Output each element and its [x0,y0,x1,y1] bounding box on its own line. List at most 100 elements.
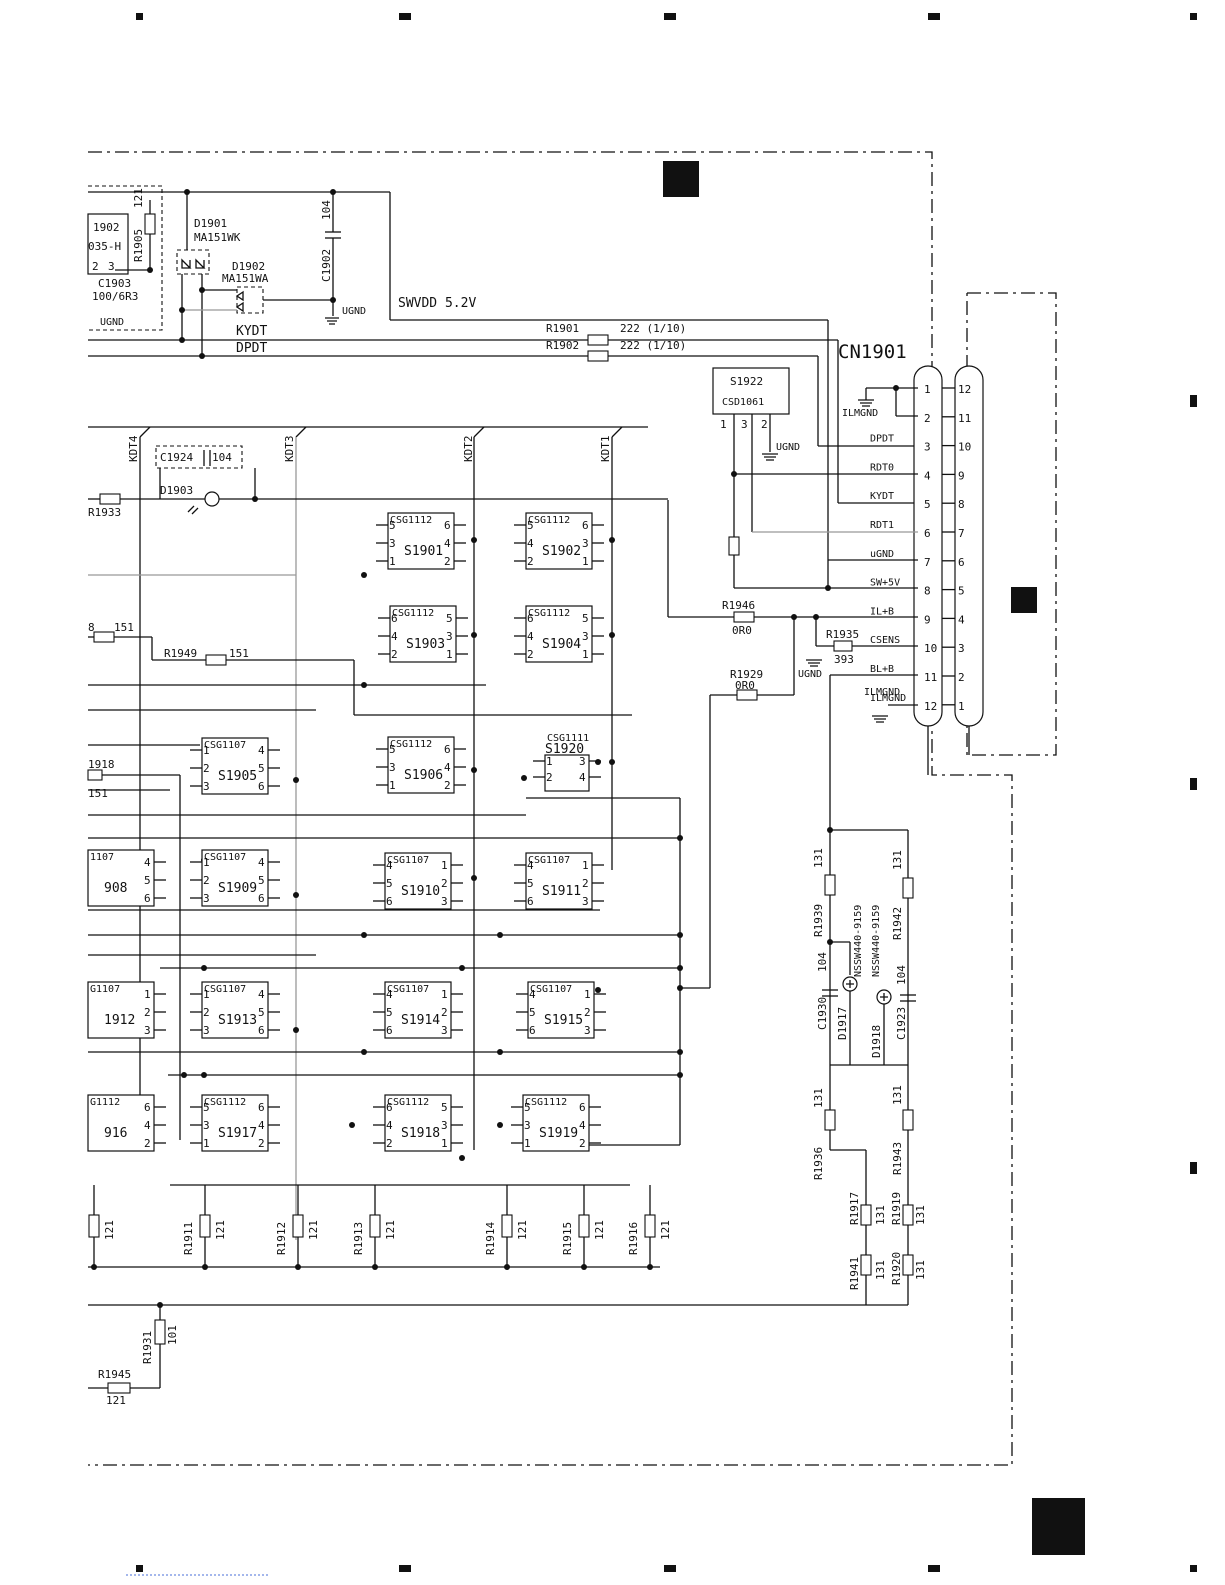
switch-part: CSG1107 [204,984,246,995]
switch-pin: 6 [527,612,534,625]
res-body [88,1214,100,1238]
switch-pin: 1 [582,859,589,872]
res-value: 121 [214,1220,227,1240]
c1923-value: 104 [895,965,908,985]
r1945-value: 121 [106,1394,126,1407]
d1901-ref: D1901 [194,217,227,230]
r1905-ref: R1905 [132,229,145,262]
switch-pin: 1 [389,555,396,568]
r1920-body [902,1254,914,1276]
switch-body [87,849,155,907]
switch-ref: S1902 [542,544,581,559]
r1936-ref: R1936 [812,1147,825,1180]
r1918-ref: 1918 [88,758,115,771]
switch-pin: 2 [546,771,553,784]
r1946-ref: R1946 [722,599,755,612]
switch-pin: 2 [203,874,210,887]
cn1901-mate-pin-4: 4 [958,613,965,626]
switch-pin: 3 [203,1119,210,1132]
cn1901-pin-3: 3 [924,441,931,454]
switch-part: CSG1107 [528,855,570,866]
switch-ref: S1901 [404,544,443,559]
cn1901-signal-6: RDT1 [870,520,894,531]
switch-body [87,981,155,1039]
switch-body [201,849,269,907]
switch-pin: 2 [441,1006,448,1019]
r1902-value: 222 (1/10) [620,339,686,352]
d1917-part: NSSW440-9159 [853,905,864,977]
r1942-ref: R1942 [891,907,904,940]
switch-pin: 6 [258,780,265,793]
switch-part: G1107 [90,984,120,995]
res-body [578,1214,590,1238]
switch-pin: 4 [527,630,534,643]
switch-pin: 1 [584,988,591,1001]
switch-ref: S1910 [401,884,440,899]
cn1901-pin-9: 9 [924,613,931,626]
board-marker-b [1011,587,1037,613]
ic1902-pin2: 2 [92,260,99,273]
switch-pin: 2 [527,555,534,568]
r1905-value-vis: 121 [132,188,145,208]
switch-pin: 5 [389,743,396,756]
switch-part: CSG1107 [204,740,246,751]
switch-body [525,852,593,910]
r1917-value: 131 [874,1205,887,1225]
cn1901-mate-pin-1: 1 [958,700,965,713]
r1918-body [87,769,103,781]
switch-pin: 3 [144,1024,151,1037]
r1920-ref: R1920 [890,1252,903,1285]
res-value: 121 [384,1220,397,1240]
board-marker-a [663,161,699,197]
switch-pin: 4 [444,761,451,774]
res-ref: R1916 [627,1222,640,1255]
switch-pin: 1 [441,859,448,872]
c1924-value: 104 [212,451,232,464]
switch-pin: 2 [386,1137,393,1150]
r1949-value: 151 [229,647,249,660]
switch-ref: S1915 [544,1013,583,1028]
switch-ref: S1917 [218,1126,257,1141]
r1920-value: 131 [914,1260,927,1280]
switch-pin: 5 [203,1101,210,1114]
res-junction [581,1264,587,1270]
d1901-part: MA151WK [194,231,241,244]
switch-pin: 2 [203,762,210,775]
switch-pin: 5 [386,1006,393,1019]
switch-pin: 1 [203,1137,210,1150]
switch-part: CSG1112 [204,1097,246,1108]
r1931-body [154,1319,166,1345]
cn1901-pin-6: 6 [924,527,931,540]
dpdt-label: DPDT [236,341,267,356]
switch-pin: 3 [203,780,210,793]
switch-pin: 2 [391,648,398,661]
switch-ref: S1920 [545,742,584,757]
ic1902-ugnd: UGND [100,317,124,328]
cn1901-signal-11: BL+B [870,664,894,675]
switch-pin: 5 [446,612,453,625]
c1903-ref: C1903 [98,277,131,290]
ic1902-pin3: 3 [108,260,115,273]
switch-ref: 908 [104,881,127,896]
switch-pin: 5 [258,874,265,887]
switch-pin: 4 [579,1119,586,1132]
switch-part: G1112 [90,1097,120,1108]
bottom-res-unnamed: 121 [88,1185,116,1270]
cn1901-signal-9: IL+B [870,606,894,617]
switch-pin: 2 [444,779,451,792]
switch-part: CSG1111 [547,733,589,744]
r1917-ref: R1917 [848,1192,861,1225]
r1933-body [99,493,121,505]
res-body [501,1214,513,1238]
